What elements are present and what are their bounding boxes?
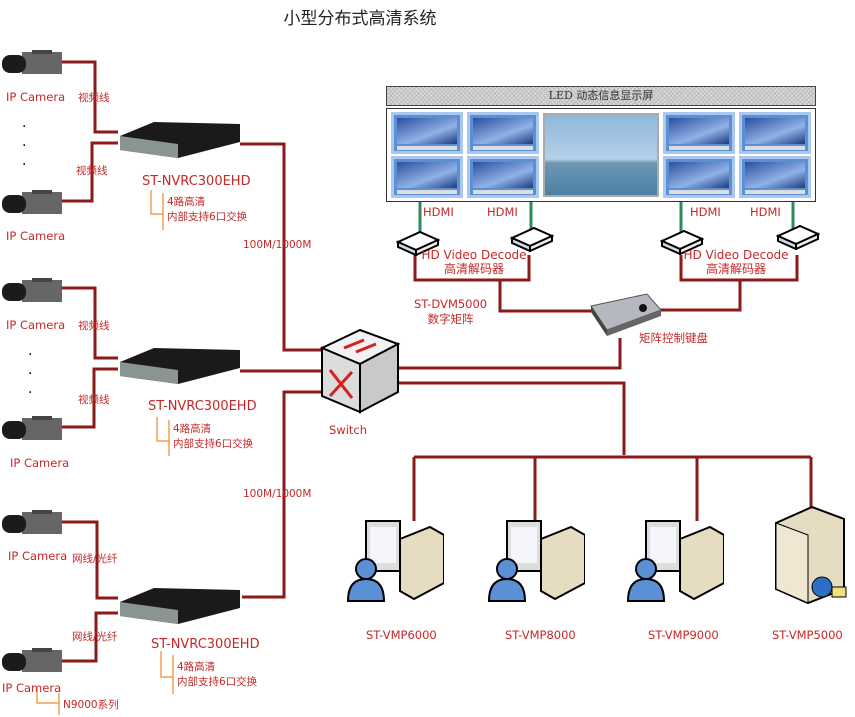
switch-label: Switch	[329, 423, 368, 437]
monitor	[391, 112, 463, 154]
camera-icon	[2, 278, 62, 302]
nvr-notes: 4路高清内部支持6口交换	[173, 423, 254, 450]
monitor	[739, 112, 811, 154]
camera-label: IP Camera	[6, 90, 66, 104]
wire-cam3-nvr2	[62, 286, 118, 360]
switch-icon	[319, 328, 401, 414]
link-label: 视频线	[78, 320, 110, 332]
workstation-icon	[626, 520, 724, 602]
hdmi-label: HDMI	[423, 205, 454, 219]
link-label: 视频线	[76, 165, 108, 177]
statue-of-liberty-image	[543, 113, 659, 197]
monitor	[467, 156, 539, 198]
nvr-model: ST-NVRC300EHD	[142, 174, 251, 189]
monitor	[739, 156, 811, 198]
camera-icon	[2, 190, 62, 214]
ellipsis: ···	[22, 119, 27, 173]
workstation-label: ST-VMP5000	[772, 628, 843, 642]
workstation-label: ST-VMP8000	[505, 628, 576, 642]
camera-label: IP Camera	[6, 229, 66, 243]
link-label: 网线/光纤	[72, 553, 118, 565]
camera-label: IP Camera	[10, 456, 70, 470]
nvr-model: ST-NVRC300EHD	[151, 637, 260, 652]
wire-nvr1-switch	[240, 142, 322, 352]
uplink-label: 100M/1000M	[243, 488, 312, 500]
led-screen-banner: LED 动态信息显示屏	[386, 86, 816, 106]
monitor	[391, 156, 463, 198]
wire-cam4-nvr2	[62, 367, 118, 429]
camera-series-note: N9000系列	[63, 699, 119, 711]
nvr-icon	[120, 348, 240, 384]
camera-label: IP Camera	[2, 681, 62, 695]
link-label: 视频线	[78, 394, 110, 406]
decoder-icon	[776, 224, 820, 250]
hdmi-label: HDMI	[690, 205, 721, 219]
camera-icon	[2, 648, 62, 672]
workstation-icon	[487, 520, 585, 602]
keyboard-label: 矩阵控制键盘	[639, 331, 708, 345]
monitor	[467, 112, 539, 154]
wire-switch-right2	[398, 381, 626, 455]
uplink-label: 100M/1000M	[243, 239, 312, 251]
camera-icon	[2, 510, 62, 534]
nvr-notes: 4路高清内部支持6口交换	[167, 196, 248, 223]
nvr-icon	[120, 122, 240, 158]
wire-dec-left	[413, 255, 531, 282]
wire-switch-right1	[398, 338, 622, 370]
camera-icon	[2, 50, 62, 74]
video-wall	[386, 108, 816, 202]
hdmi-label: HDMI	[487, 205, 518, 219]
server-icon	[775, 505, 847, 605]
wire-cam6-nvr3	[62, 611, 118, 663]
workstation-icon	[346, 520, 444, 602]
nvr-icon	[120, 588, 240, 624]
nvr-model: ST-NVRC300EHD	[148, 399, 257, 414]
ellipsis: ···	[28, 347, 33, 401]
decoder-icon	[396, 230, 440, 256]
wire-dec-right-down	[660, 280, 742, 312]
diagram-title: 小型分布式高清系统	[283, 9, 437, 29]
wire-nvr3-switch	[242, 390, 322, 599]
control-keyboard-icon	[590, 293, 662, 336]
workstation-label: ST-VMP9000	[648, 628, 719, 642]
wire-cam5-nvr3	[62, 520, 118, 600]
wire-cam2-nvr1	[62, 141, 118, 203]
camera-label: IP Camera	[8, 549, 68, 563]
decoder-icon	[510, 226, 554, 252]
monitor	[663, 112, 735, 154]
workstation-label: ST-VMP6000	[366, 628, 437, 642]
nvr-notes: 4路高清内部支持6口交换	[177, 661, 258, 688]
monitor	[663, 156, 735, 198]
camera-label: IP Camera	[6, 318, 66, 332]
wire-dec-left-down	[498, 280, 598, 313]
camera-icon	[2, 416, 62, 440]
decoder-icon	[660, 229, 704, 255]
link-label: 网线/光纤	[72, 631, 118, 643]
link-label: 视频线	[78, 92, 110, 104]
hdmi-label: HDMI	[750, 205, 781, 219]
wire-cam1-nvr1	[62, 60, 118, 134]
